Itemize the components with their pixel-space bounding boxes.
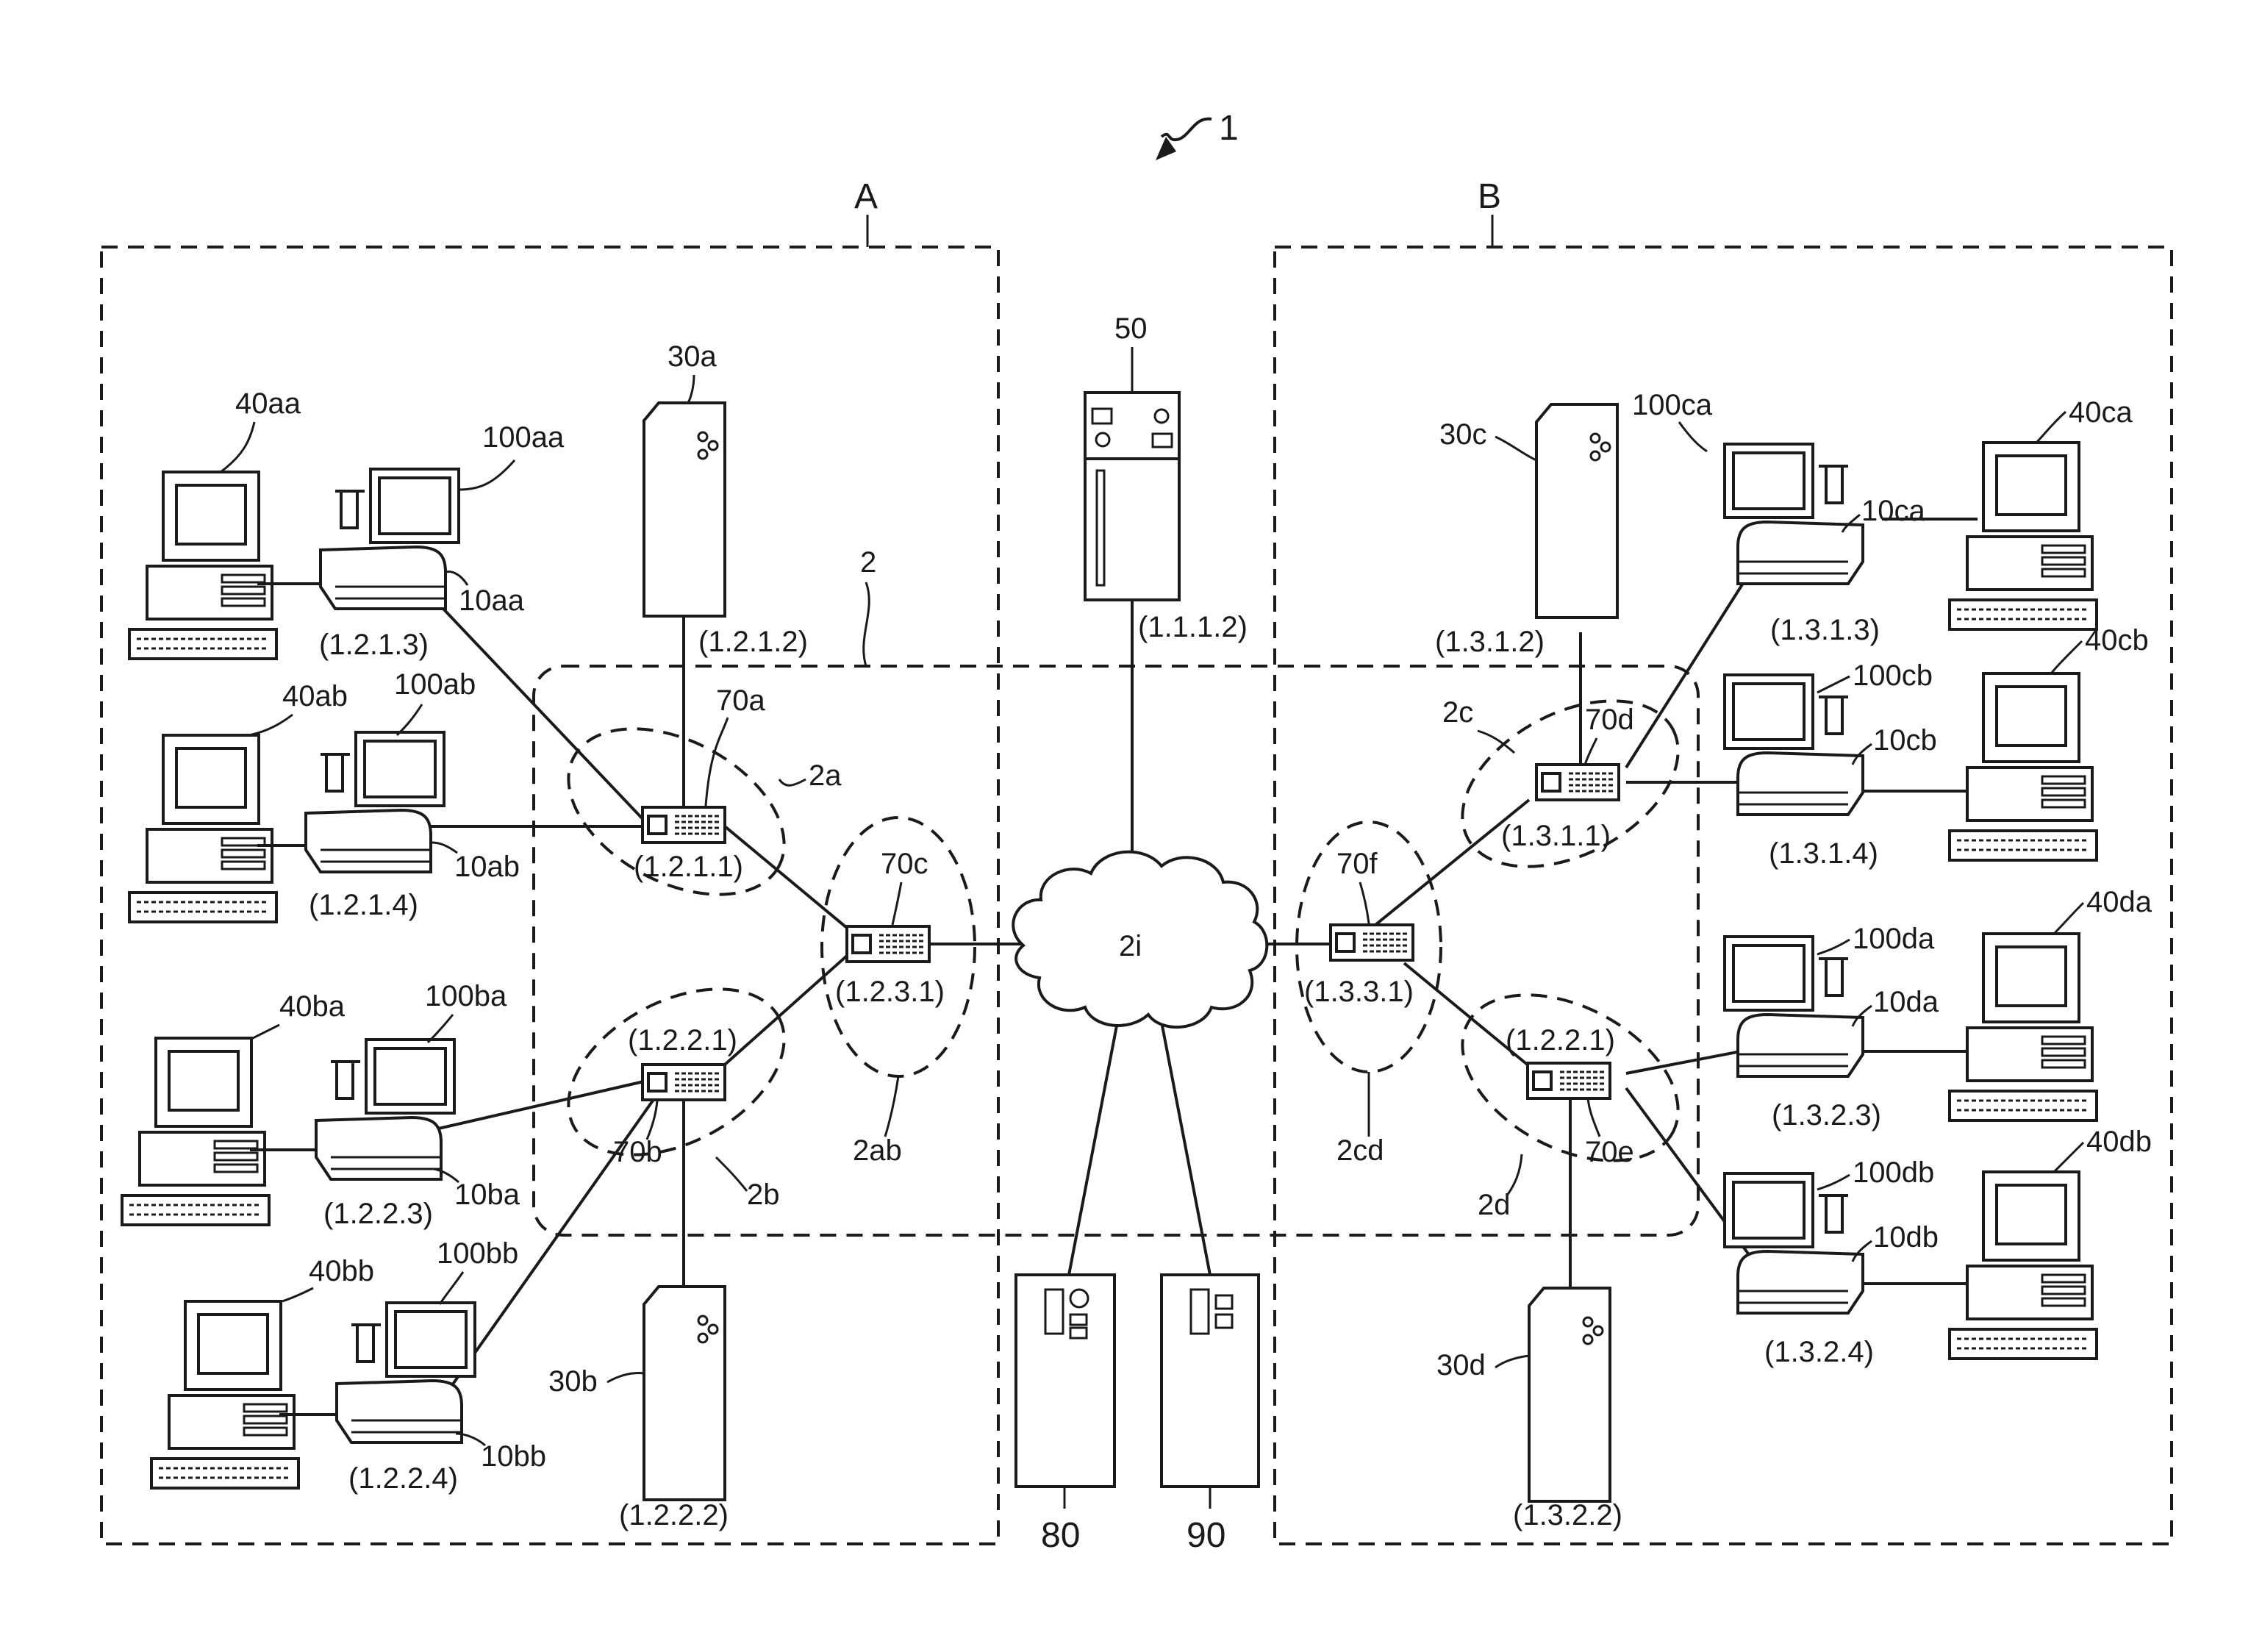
subnet-2ab-label: 2ab [853, 1134, 902, 1167]
server-30b-label: 30b [548, 1365, 598, 1398]
router-70d [1536, 765, 1619, 800]
station-da-pc [1950, 934, 2097, 1120]
station-cb-printer-label: 10cb [1873, 724, 1937, 757]
server-30b-addr: (1.2.2.2) [619, 1499, 729, 1531]
server-90 [1162, 1275, 1259, 1487]
router-70c [847, 926, 929, 962]
station-ba-addr: (1.2.2.3) [323, 1198, 433, 1230]
station-db-panel-label: 100db [1853, 1156, 1934, 1189]
router-70f-label: 70f [1336, 848, 1378, 880]
station-ca-panel-label: 100ca [1632, 389, 1713, 421]
router-70d-label: 70d [1585, 704, 1634, 736]
station-ba-printer-label: 10ba [454, 1179, 520, 1211]
server-30b [644, 1287, 725, 1500]
subnet-2c-label: 2c [1442, 696, 1473, 729]
station-bb-addr: (1.2.2.4) [348, 1462, 458, 1495]
station-da-printer [1725, 937, 1863, 1076]
station-bb-pc [151, 1301, 298, 1488]
server-30c-label: 30c [1439, 418, 1487, 451]
router-70a [643, 807, 725, 843]
server-90-label: 90 [1187, 1516, 1225, 1555]
subnet-2a-label: 2a [809, 759, 842, 792]
station-bb-printer-label: 10bb [481, 1440, 546, 1473]
station-aa-panel-label: 100aa [482, 421, 565, 454]
server-30d-label: 30d [1436, 1349, 1486, 1381]
router-70f [1331, 925, 1413, 960]
station-ca-printer-label: 10ca [1861, 495, 1925, 527]
router-70a-label: 70a [716, 684, 765, 717]
server-30d [1529, 1288, 1610, 1501]
station-cb-printer [1725, 675, 1863, 815]
server-30a [644, 403, 725, 616]
station-db-printer-label: 10db [1873, 1221, 1939, 1254]
station-ba-printer [316, 1040, 454, 1179]
station-cb-pc-label: 40cb [2085, 624, 2149, 657]
station-db-printer [1725, 1173, 1863, 1313]
server-50-label: 50 [1114, 312, 1148, 345]
station-da-addr: (1.3.2.3) [1772, 1099, 1881, 1131]
region-b-label: B [1478, 177, 1501, 216]
subnet-2d-label: 2d [1478, 1189, 1511, 1221]
station-aa-pc [129, 472, 276, 659]
station-da-panel-label: 100da [1853, 923, 1935, 955]
router-70e-addr: (1.2.2.1) [1506, 1024, 1615, 1056]
subnet-2cd-label: 2cd [1336, 1134, 1384, 1167]
station-ab-addr: (1.2.1.4) [309, 889, 418, 921]
internet-label: 2i [1119, 930, 1142, 962]
router-70e-label: 70e [1585, 1136, 1634, 1168]
figure-pointer [1162, 119, 1212, 140]
station-aa-printer-label: 10aa [459, 584, 525, 617]
server-80-label: 80 [1041, 1516, 1080, 1555]
station-aa-pc-label: 40aa [235, 387, 301, 420]
router-70c-label: 70c [881, 848, 928, 880]
station-aa-printer [321, 469, 459, 609]
station-db-pc-label: 40db [2086, 1126, 2152, 1158]
server-80 [1016, 1275, 1114, 1487]
station-ca-addr: (1.3.1.3) [1770, 614, 1880, 646]
station-ab-panel-label: 100ab [394, 668, 476, 701]
figure-label: 1 [1219, 109, 1239, 148]
station-ab-printer-label: 10ab [454, 851, 520, 883]
station-db-addr: (1.3.2.4) [1764, 1336, 1874, 1368]
station-da-printer-label: 10da [1873, 986, 1939, 1018]
router-70b [643, 1065, 725, 1100]
station-bb-panel-label: 100bb [437, 1237, 518, 1270]
server-30d-addr: (1.3.2.2) [1513, 1499, 1622, 1531]
station-cb-panel-label: 100cb [1853, 659, 1933, 692]
station-da-pc-label: 40da [2086, 886, 2152, 918]
station-ab-pc [129, 735, 276, 922]
server-50 [1085, 393, 1179, 600]
station-db-pc [1950, 1172, 2097, 1359]
server-30c-addr: (1.3.1.2) [1435, 626, 1545, 658]
station-ca-printer [1725, 444, 1863, 584]
station-cb-addr: (1.3.1.4) [1769, 837, 1878, 870]
station-bb-printer [337, 1303, 475, 1442]
router-70c-addr: (1.2.3.1) [835, 976, 945, 1008]
subnet-2b-label: 2b [747, 1179, 780, 1211]
station-ba-pc-label: 40ba [279, 990, 346, 1023]
router-70a-addr: (1.2.1.1) [634, 851, 743, 883]
station-ca-pc-label: 40ca [2069, 396, 2133, 429]
router-70b-label: 70b [613, 1136, 662, 1168]
region-a-label: A [854, 177, 878, 216]
router-70b-addr: (1.2.2.1) [628, 1024, 737, 1056]
server-50-addr: (1.1.1.2) [1138, 611, 1248, 643]
router-70d-addr: (1.3.1.1) [1501, 820, 1611, 852]
station-ab-printer [306, 732, 444, 872]
station-bb-pc-label: 40bb [309, 1255, 374, 1287]
server-30a-addr: (1.2.1.2) [698, 626, 808, 658]
station-cb-pc [1950, 673, 2097, 860]
station-aa-addr: (1.2.1.3) [319, 629, 429, 661]
station-ab-pc-label: 40ab [282, 680, 348, 712]
station-ba-pc [122, 1038, 269, 1225]
router-70f-addr: (1.3.3.1) [1304, 976, 1414, 1008]
router-70e [1528, 1063, 1610, 1098]
network-2-label: 2 [860, 546, 876, 579]
server-30c [1536, 404, 1617, 618]
station-ba-panel-label: 100ba [425, 980, 507, 1012]
station-ca-pc [1950, 443, 2097, 629]
server-30a-label: 30a [668, 340, 717, 373]
